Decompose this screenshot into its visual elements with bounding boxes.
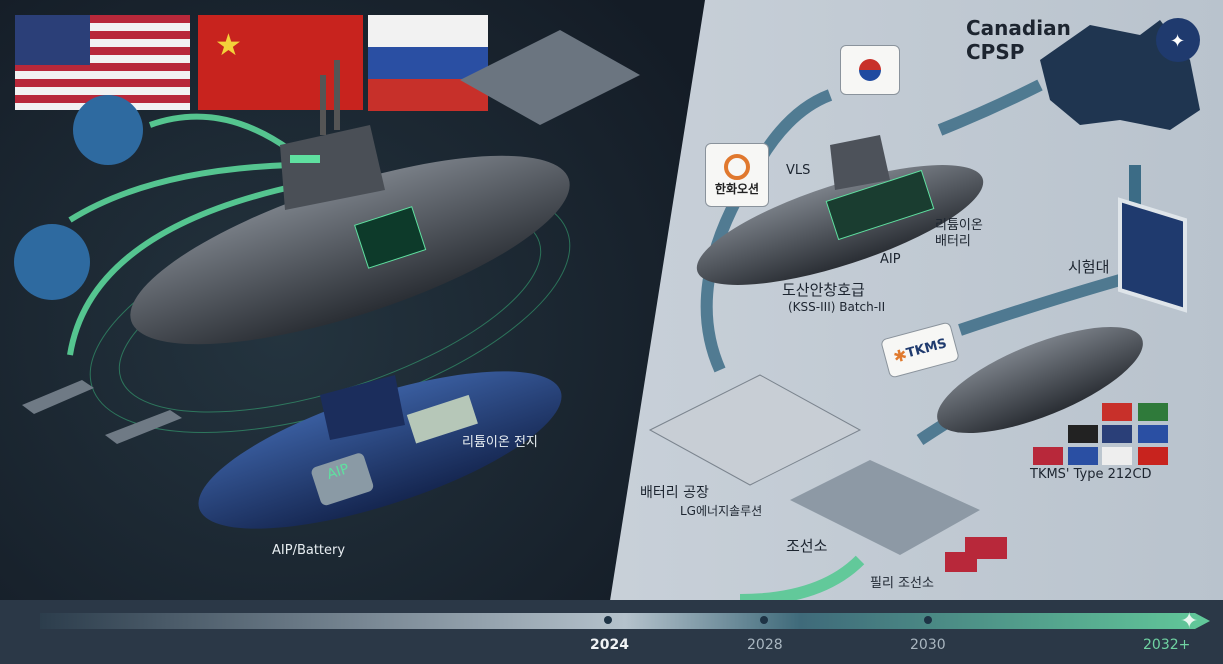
timeline-bar bbox=[40, 613, 1210, 629]
shipyard-label: 조선소 bbox=[786, 537, 828, 555]
korea-flag bbox=[840, 45, 900, 95]
globe-icon bbox=[14, 224, 90, 300]
tkms-sub-label: TKMS' Type 212CD bbox=[1030, 467, 1152, 482]
usa-flag bbox=[15, 15, 190, 110]
aip-label-right: AIP bbox=[880, 252, 901, 267]
russia-flag bbox=[368, 15, 488, 111]
philly-shipyard bbox=[790, 460, 980, 555]
hanwha-icon bbox=[724, 153, 750, 180]
globe-icon bbox=[73, 95, 143, 165]
year-2032-plus: 2032+ bbox=[1143, 637, 1191, 653]
battery-factory bbox=[648, 374, 862, 486]
year-2028: 2028 bbox=[747, 637, 783, 653]
submarine-gray bbox=[130, 60, 570, 345]
vls-label: VLS bbox=[786, 163, 811, 178]
hanwha-label: 한화오션 bbox=[714, 181, 760, 196]
submarine-blue bbox=[198, 371, 562, 529]
battery-label-right: 리튬이온 배터리 bbox=[935, 218, 983, 250]
battery-label-left: 리튬이온 전지 bbox=[462, 435, 538, 450]
sub-class: (KSS-III) Batch-II bbox=[788, 300, 886, 314]
svg-text:✦: ✦ bbox=[1180, 609, 1198, 634]
nato-compass-icon bbox=[1156, 18, 1200, 62]
battery-line1: 리튬이온 bbox=[935, 218, 983, 233]
svg-text:★: ★ bbox=[215, 28, 242, 63]
page-title: Canadian CPSP bbox=[966, 16, 1071, 64]
title-line1: Canadian bbox=[966, 16, 1071, 40]
year-2024: 2024 bbox=[590, 637, 629, 653]
testbed-panel bbox=[1118, 197, 1187, 313]
partner-flags bbox=[945, 403, 1168, 572]
testbed-label: 시험대 bbox=[1068, 258, 1110, 276]
svg-text:✦: ✦ bbox=[1170, 31, 1185, 52]
title-line2: CPSP bbox=[966, 40, 1025, 64]
factory-label: 배터리 공장 bbox=[640, 485, 709, 501]
export-arrows bbox=[67, 113, 301, 356]
year-2030: 2030 bbox=[910, 637, 946, 653]
submarine-kss3 bbox=[696, 135, 984, 285]
shipyard-platform bbox=[460, 30, 640, 125]
submarine-type212cd bbox=[937, 326, 1143, 434]
sub-name: 도산안창호급 bbox=[782, 281, 865, 299]
tkms-label: TKMS bbox=[904, 335, 949, 361]
taegeuk-icon bbox=[859, 59, 881, 81]
hanwha-logo: 한화오션 bbox=[705, 143, 769, 207]
philly-label: 필리 조선소 bbox=[870, 576, 934, 591]
aip-battery-label: AIP/Battery bbox=[272, 543, 346, 558]
factory-company: LG에너지솔루션 bbox=[680, 504, 763, 518]
battery-line2: 배터리 bbox=[935, 234, 971, 249]
